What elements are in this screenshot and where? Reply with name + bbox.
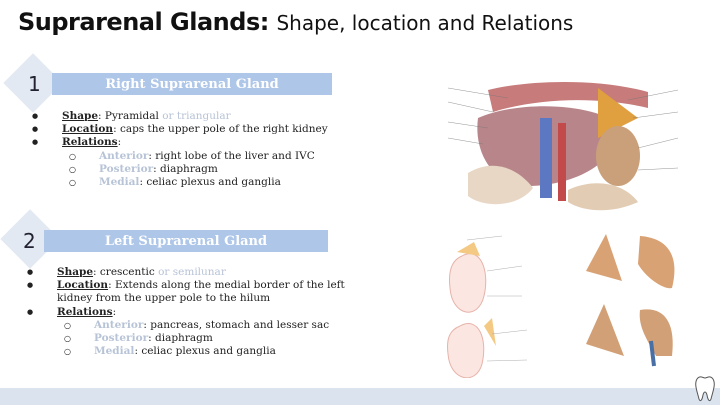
slide-title: Suprarenal Glands: Shape, location and R… [18,8,573,36]
right-suprarenal-relations-illustration [448,78,678,218]
location-item: Location: Extends along the medial borde… [27,279,347,305]
kidneys-suprarenal-diagram-graphic [432,226,566,378]
relations-item: Relations: Anterior: pancreas, stomach a… [27,306,347,359]
section-1-number: 1 [28,72,41,96]
shape-item: Shape: Pyramidal or triangular [32,110,362,123]
section-2-list: Shape: crescentic or semilunar Location:… [27,266,347,359]
title-rest: Shape, location and Relations [276,11,574,35]
suprarenal-gland-shapes-illustration [576,226,698,372]
tooth-logo-graphic [695,376,715,402]
title-bold: Suprarenal Glands: [18,8,269,36]
relation-posterior: Posterior: diaphragm [69,163,362,176]
section-2-number: 2 [23,229,36,253]
relation-anterior: Anterior: pancreas, stomach and lesser s… [64,319,347,332]
relations-list: Anterior: right lobe of the liver and IV… [62,150,362,190]
right-suprarenal-relations-illustration-graphic [448,78,678,218]
section-2-heading: Left Suprarenal Gland [44,230,328,252]
location-item: Location: caps the upper pole of the rig… [32,123,362,136]
footer-bar [0,388,720,405]
section-1-heading: Right Suprarenal Gland [52,73,332,95]
relation-posterior: Posterior: diaphragm [64,332,347,345]
tooth-logo-icon [694,375,716,403]
relations-list: Anterior: pancreas, stomach and lesser s… [57,319,347,359]
shape-item: Shape: crescentic or semilunar [27,266,347,279]
relation-medial: Medial: celiac plexus and ganglia [69,176,362,189]
relation-medial: Medial: celiac plexus and ganglia [64,345,347,358]
kidneys-suprarenal-diagram [432,226,566,378]
section-1-list: Shape: Pyramidal or triangular Location:… [32,110,362,190]
relations-item: Relations: Anterior: right lobe of the l… [32,136,362,190]
suprarenal-gland-shapes-graphic [576,226,698,372]
relation-anterior: Anterior: right lobe of the liver and IV… [69,150,362,163]
